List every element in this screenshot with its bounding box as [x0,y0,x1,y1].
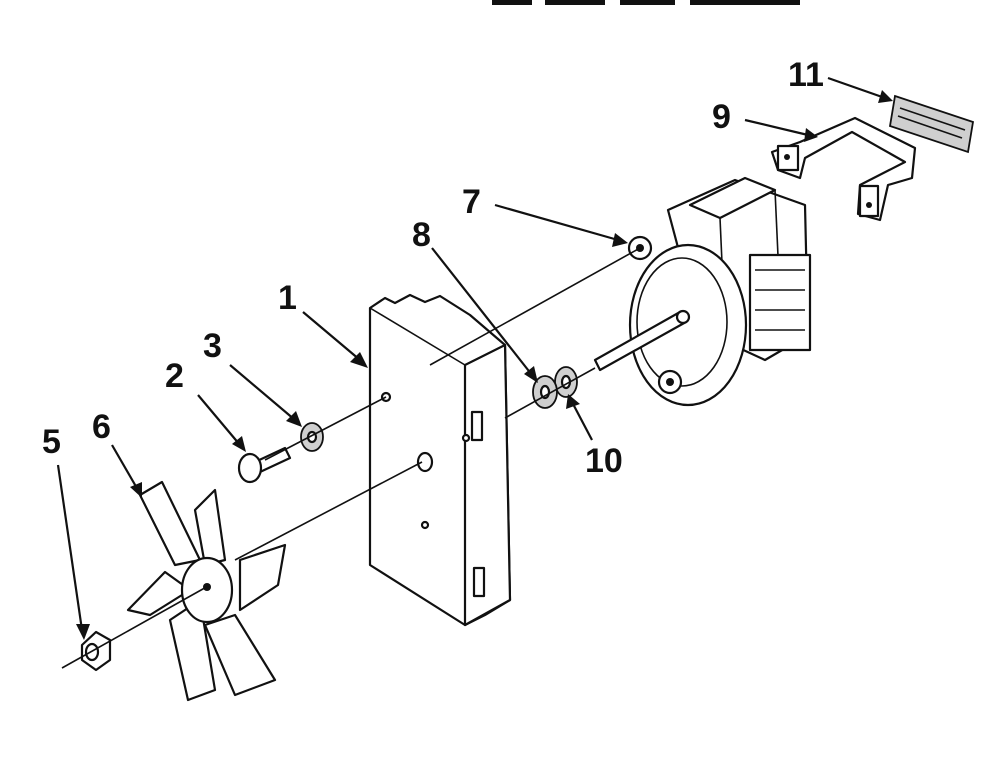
washer-3 [300,422,324,452]
motor-bracket [770,116,917,222]
leader-lines [56,76,893,640]
callouts: 1 2 3 5 6 7 8 9 10 11 [42,56,824,480]
callout-2: 2 [165,357,184,395]
mounting-panel [368,293,512,627]
callout-1: 1 [278,279,297,317]
callout-7: 7 [462,183,481,221]
motor [593,176,812,407]
callout-6: 6 [92,408,111,446]
cropped-header [492,0,800,5]
screw [237,446,292,484]
callout-3: 3 [203,327,222,365]
label-plate [888,94,975,154]
nut [80,630,112,672]
callout-9: 9 [712,98,731,136]
callout-10: 10 [585,442,623,480]
assembly-lines [61,247,641,669]
washer-10 [554,366,578,398]
fan-blade [126,480,287,702]
callout-5: 5 [42,423,61,461]
callout-11: 11 [788,56,824,94]
callout-8: 8 [412,216,431,254]
